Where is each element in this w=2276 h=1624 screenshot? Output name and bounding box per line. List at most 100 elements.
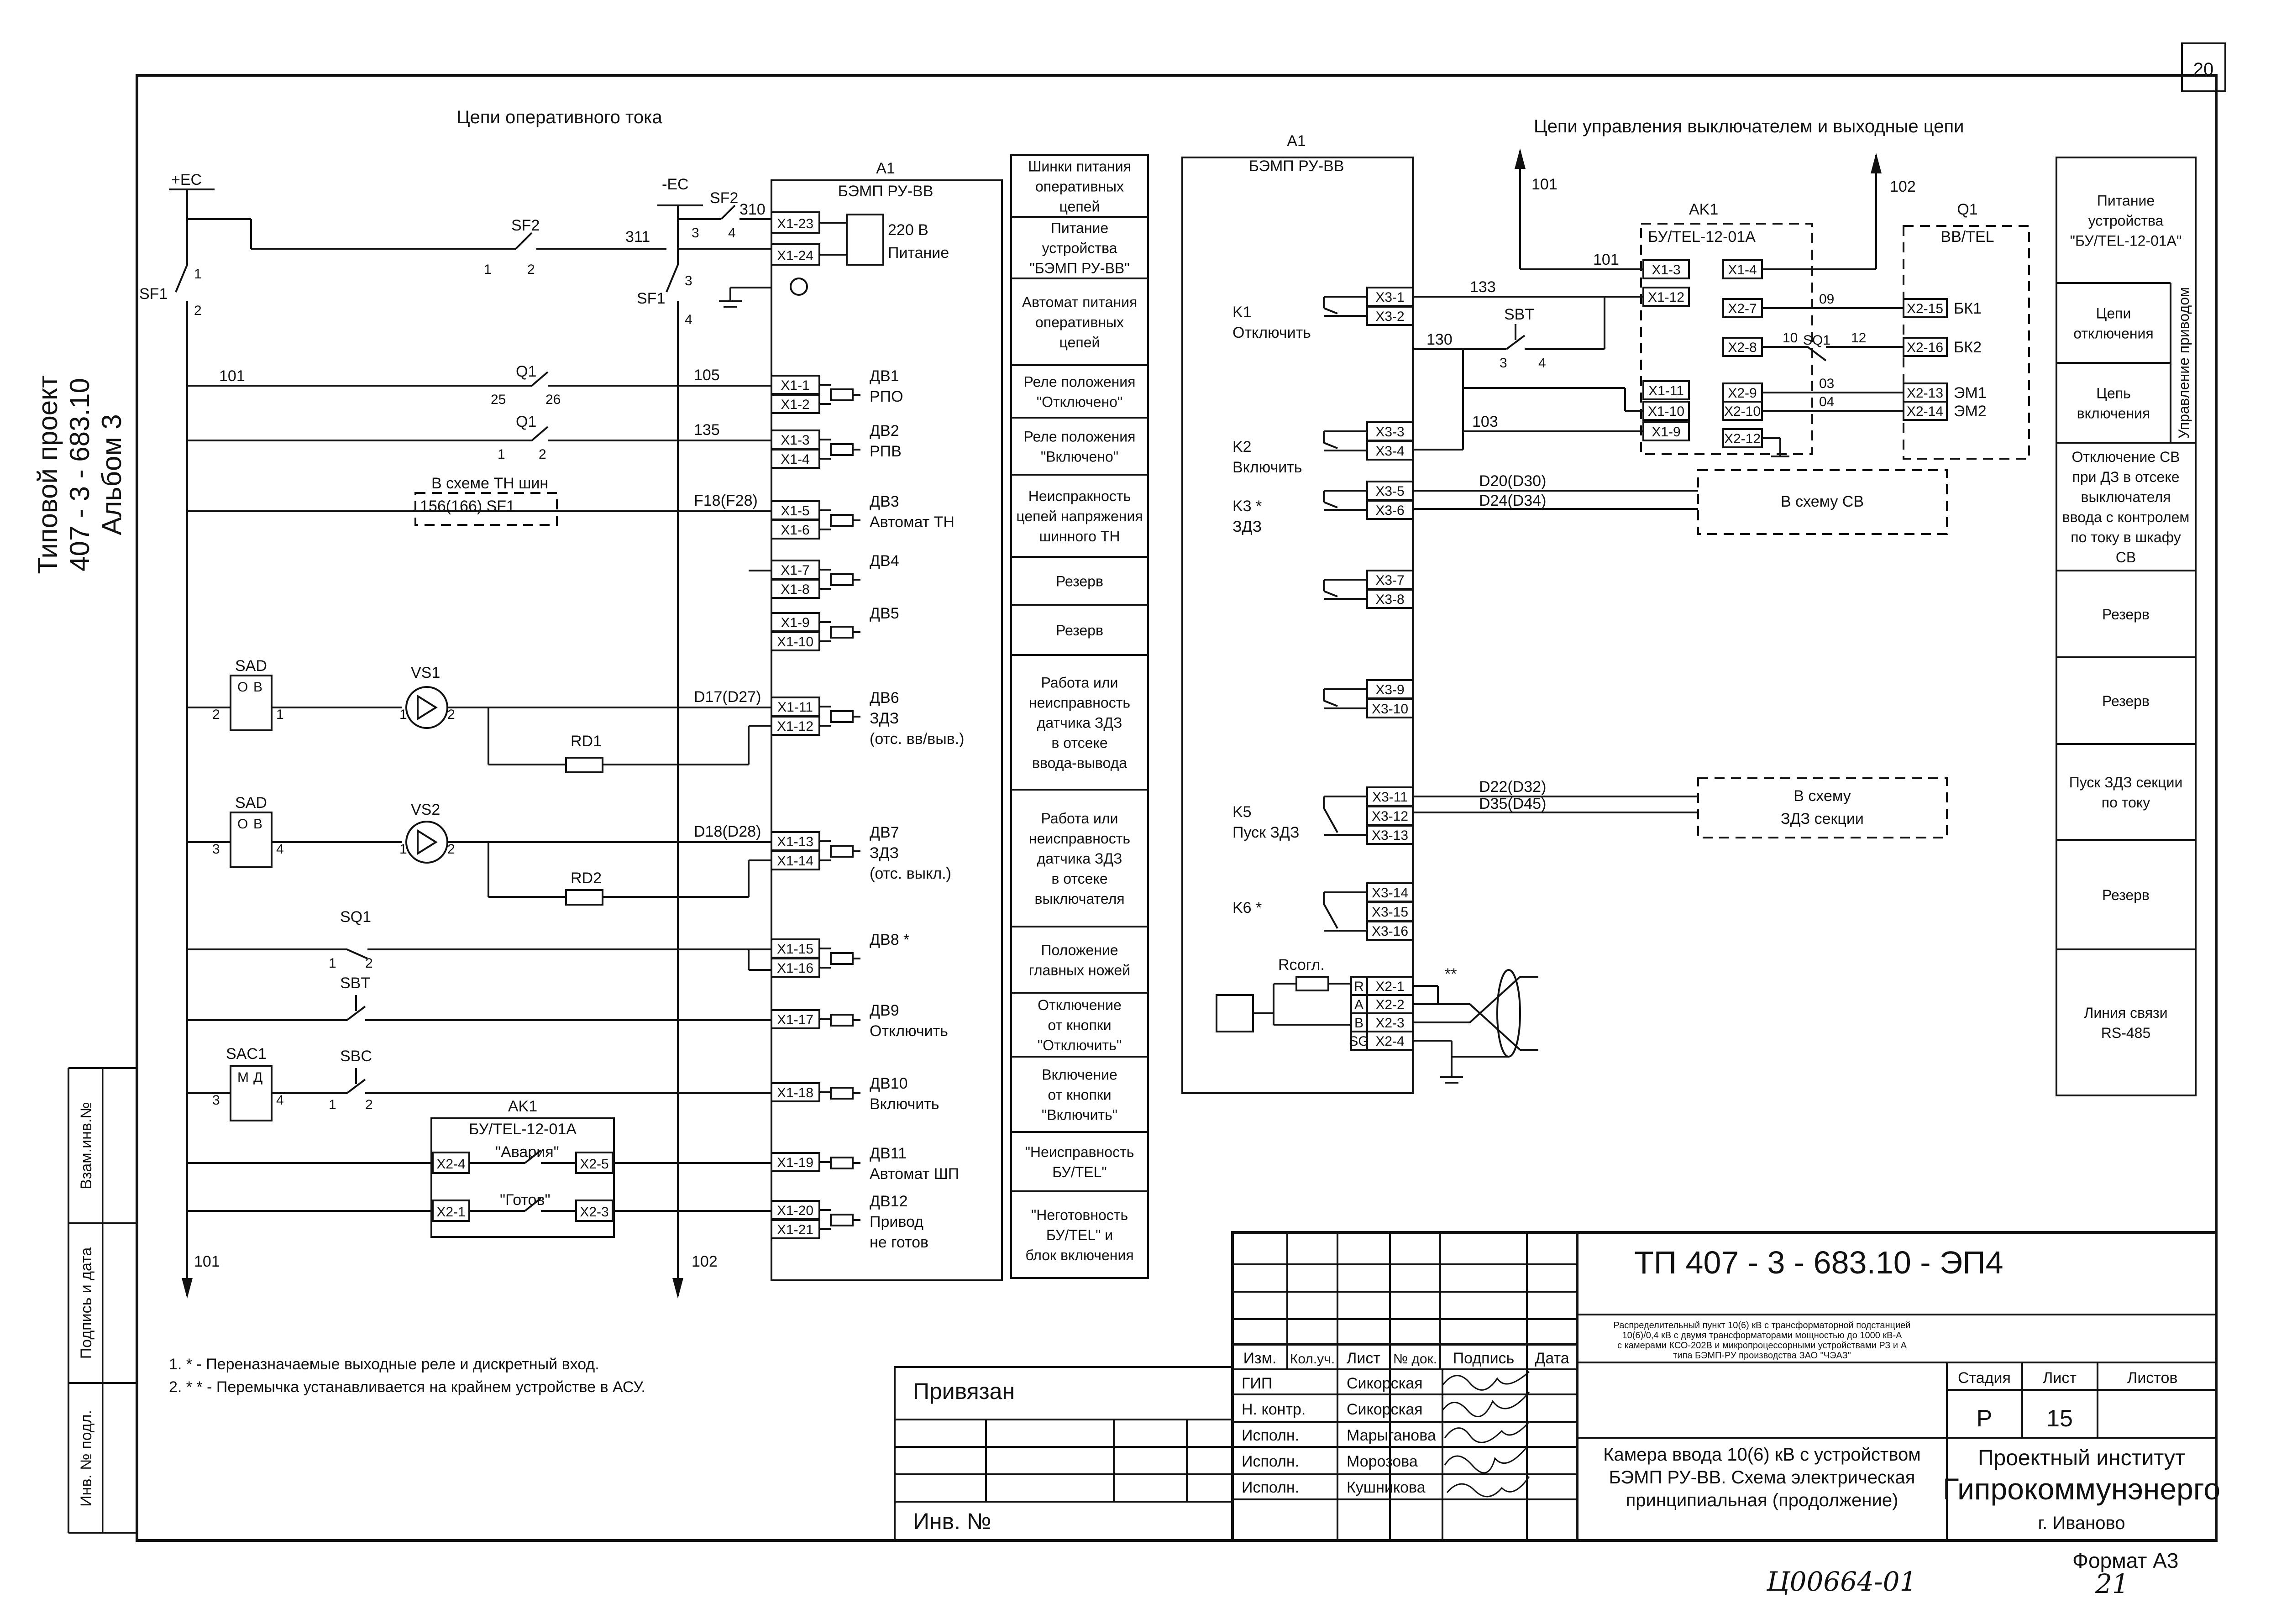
sac1-label: SAC1 [226, 1045, 267, 1063]
terminal-pin-label: X3-12 [1372, 809, 1408, 824]
description-cell: при ДЗ в отсеке [2072, 469, 2179, 485]
description-cell: Резерв [1056, 622, 1103, 639]
terminal-pin [1722, 428, 1763, 448]
terminal-pin [771, 500, 820, 520]
relay-sublabel: ЗДЗ [1232, 518, 1262, 535]
input-sublabel: Включить [870, 1095, 939, 1113]
title-block-header: № док. [1393, 1352, 1437, 1367]
terminal-pin-label: X2-7 [1728, 301, 1757, 316]
description-cell: оперативных [1035, 178, 1124, 195]
input-sublabel: РПВ [870, 443, 902, 460]
right-circuit: A1 БЭМП РУ-ВВ X3-1X3-2K1ОтключитьX3-3X3-… [1181, 132, 2030, 1094]
description-cell: устройства [2088, 213, 2164, 229]
ak1-right-pins: X1-3X1-12X1-11X1-10X1-9X1-4X2-7X2-8X2-9X… [1642, 259, 1763, 448]
out-wire-4: D35(D45) [1479, 795, 1546, 812]
ak1-left-type: БУ/TEL-12-01A [469, 1121, 577, 1138]
description-cell: шинного ТН [1039, 528, 1120, 545]
terminal-pin-label: X3-4 [1375, 444, 1404, 459]
relay-sublabel: Пуск ЗДЗ [1232, 824, 1299, 841]
description-cell: Автомат питания [1022, 294, 1138, 310]
q1-contact-label: ЭМ1 [1954, 384, 1987, 402]
svg-text:2: 2 [212, 707, 220, 722]
terminal-pin [1366, 825, 1414, 845]
terminal-pin [1642, 380, 1690, 400]
terminal-pin-label: X3-15 [1372, 905, 1408, 920]
svg-text:04: 04 [1819, 394, 1834, 409]
sf1-left-label: SF1 [139, 285, 168, 303]
description-cell: "БУ/TEL-12-01A" [2070, 233, 2182, 249]
terminal-pin [1903, 401, 1948, 421]
sheet-value: 15 [2046, 1405, 2073, 1432]
title-block-role: ГИП [1242, 1375, 1272, 1392]
relay-sublabel: Включить [1232, 459, 1302, 476]
svg-text:3: 3 [212, 1093, 220, 1108]
rd1-resistor [565, 757, 603, 773]
terminal-pin-label: X1-2 [781, 397, 809, 412]
wire-101-bottom: 101 [194, 1253, 220, 1270]
terminal-pin-label: X3-5 [1375, 484, 1404, 499]
a1-left-name: A1 [876, 160, 895, 177]
wire-101-q1: 101 [219, 367, 245, 385]
project-description: 10(6)/0,4 кВ с двумя трансформаторами мо… [1622, 1331, 1902, 1341]
description-column-right: Питаниеустройства"БУ/TEL-12-01A"Цепиоткл… [2056, 157, 2197, 1096]
ak1-left-name: AK1 [508, 1098, 537, 1115]
description-cell: "Неисправность [1025, 1144, 1134, 1160]
terminal-pin [771, 1009, 820, 1029]
tn-label-2: 156(166) SF1 [420, 498, 515, 515]
terminal-pin-label: X1-13 [777, 834, 813, 849]
svg-text:X1-23: X1-23 [777, 216, 813, 231]
relay-name: K2 [1232, 438, 1252, 456]
description-cell: Резерв [2102, 606, 2150, 623]
relay-name: K1 [1232, 304, 1252, 321]
terminal-pin-label: X1-3 [781, 433, 809, 448]
left-circuit: +EC SF2 1 2 311 SF1 1 2 101 -EC SF2 3 4 … [139, 160, 1003, 1299]
vs2-label: VS2 [411, 801, 440, 818]
input-opto [830, 710, 854, 723]
title-block-header: Кол.уч. [1290, 1352, 1335, 1367]
svg-text:В: В [253, 817, 262, 832]
terminal-pin-label: X3-6 [1375, 503, 1404, 518]
description-cell: устройства [1042, 240, 1117, 257]
handwritten-page: 21 [2095, 1568, 2129, 1599]
sheet-description: принципиальная (продолжение) [1626, 1490, 1898, 1510]
sad2-switch [230, 812, 273, 868]
description-cell: Резерв [1056, 573, 1103, 590]
terminal-pin-label: X1-11 [1648, 383, 1684, 398]
description-cell: ввода с контролем [2062, 509, 2190, 525]
a1-left-type: БЭМП РУ-ВВ [838, 183, 933, 200]
svg-text:26: 26 [545, 392, 561, 407]
relay-sublabel: Отключить [1232, 324, 1311, 341]
svg-text:4: 4 [728, 225, 736, 241]
terminal-pin [1366, 994, 1414, 1014]
terminal-pin-label: X1-12 [1648, 290, 1684, 305]
description-cell: Пуск ЗДЗ секции [2069, 774, 2183, 791]
terminal-pin [1722, 298, 1763, 318]
input-label: ДВ5 [870, 605, 899, 622]
description-cell: "Отключить" [1038, 1037, 1122, 1053]
terminal-pin-label: X2-1 [1375, 979, 1404, 994]
title-block-header: Лист [1347, 1350, 1380, 1367]
input-wire-label: 105 [694, 367, 720, 384]
rs485-r-label: Rсогл. [1278, 956, 1325, 974]
terminal-pin-label: X1-9 [1652, 424, 1680, 440]
svg-text:В: В [253, 680, 262, 695]
input-rows: X1-1X1-2ДВ1РПО105X1-3X1-4ДВ2РПВ135X1-5X1… [694, 367, 964, 1251]
title-block-header: Подпись [1453, 1350, 1515, 1367]
svg-text:25: 25 [491, 392, 506, 407]
description-cell: неисправность [1029, 830, 1130, 847]
description-cell: Работа или [1041, 810, 1118, 827]
terminal-pin-label: X1-7 [781, 563, 809, 578]
terminal-pin-label: X3-16 [1372, 924, 1408, 939]
input-label: ДВ10 [870, 1075, 908, 1092]
power-voltage: 220 В [888, 221, 928, 239]
svg-text:1: 1 [399, 842, 407, 857]
terminal-pin-label: X1-12 [777, 719, 813, 734]
wire-130: 130 [1426, 331, 1453, 348]
terminal-pin [1903, 298, 1948, 318]
institute-line2: Гипрокоммунэнерго [1943, 1472, 2220, 1506]
input-label: ДВ3 [870, 493, 899, 510]
sbt-left-label: SBT [340, 974, 370, 992]
tn-label: В схеме ТН шин [431, 475, 548, 492]
input-opto [830, 573, 854, 586]
